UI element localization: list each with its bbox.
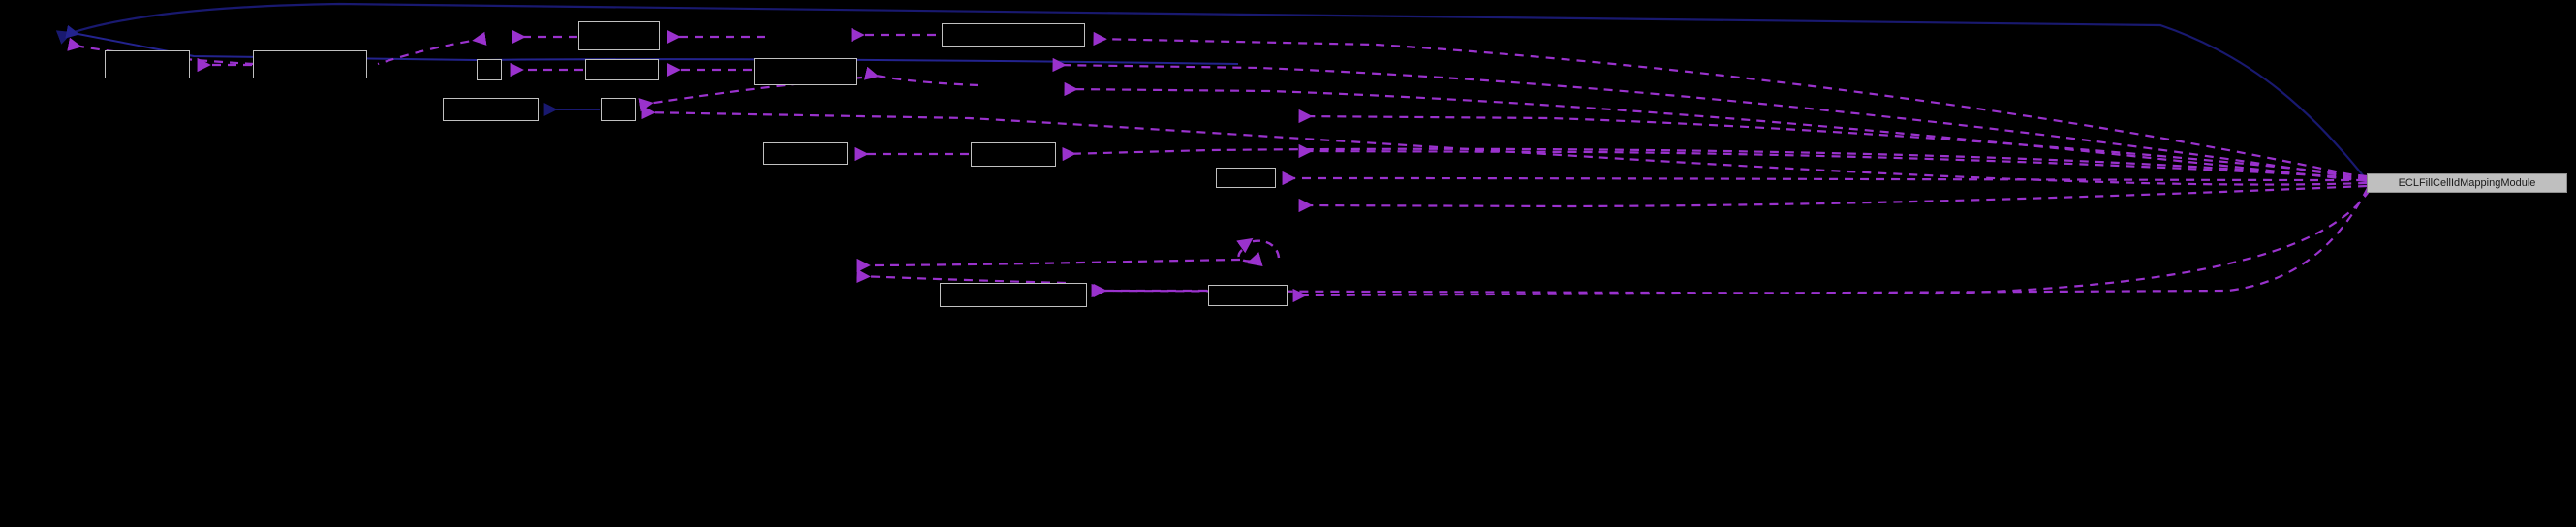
graph-node[interactable] — [105, 50, 190, 78]
graph-node-current[interactable]: ECLFillCellIdMappingModule — [2367, 173, 2567, 193]
edge-usage-n15-up2 — [1298, 143, 2368, 180]
graph-node[interactable] — [477, 59, 502, 80]
graph-node[interactable] — [971, 142, 1056, 167]
edge-usage-n15-mid1 — [1052, 57, 2368, 181]
edge-usage-bottom-b — [856, 268, 1067, 285]
edge-usage-n15-dn1 — [1298, 184, 2368, 213]
edge-usage-n15-n12 — [1282, 170, 2366, 186]
edge-usage-n15-n9 — [1093, 31, 2368, 180]
graph-node-label: ECLFillCellIdMappingModule — [2398, 176, 2536, 189]
graph-node[interactable] — [578, 21, 660, 50]
graph-node[interactable] — [1208, 285, 1288, 306]
edge-usage-self-loop — [1236, 237, 1281, 267]
graph-node[interactable] — [585, 59, 659, 80]
edge-usage-n15-up1 — [1298, 108, 2368, 178]
edge-usage-n15-n8 — [641, 105, 2368, 186]
graph-node[interactable] — [443, 98, 539, 121]
graph-node[interactable] — [253, 50, 367, 78]
edge-usage-n15-n14 — [1292, 187, 2369, 303]
edge-usage-n2-upright — [377, 31, 487, 66]
graph-node[interactable] — [1216, 168, 1276, 188]
edge-usage-n8-n6 — [638, 76, 863, 112]
graph-node[interactable] — [601, 98, 636, 121]
edge-usage-bottom-a — [856, 258, 1241, 273]
edge-usage-right-n6 — [863, 66, 979, 87]
graph-node[interactable] — [754, 58, 857, 85]
graph-node[interactable] — [763, 142, 848, 165]
graph-node[interactable] — [942, 23, 1085, 46]
graph-node[interactable] — [940, 283, 1087, 307]
edge-inherit-toparc — [55, 2, 2368, 181]
edge-usage-n15-n11 — [1062, 146, 2368, 182]
edge-usage-n15-n13 — [1093, 189, 2371, 298]
